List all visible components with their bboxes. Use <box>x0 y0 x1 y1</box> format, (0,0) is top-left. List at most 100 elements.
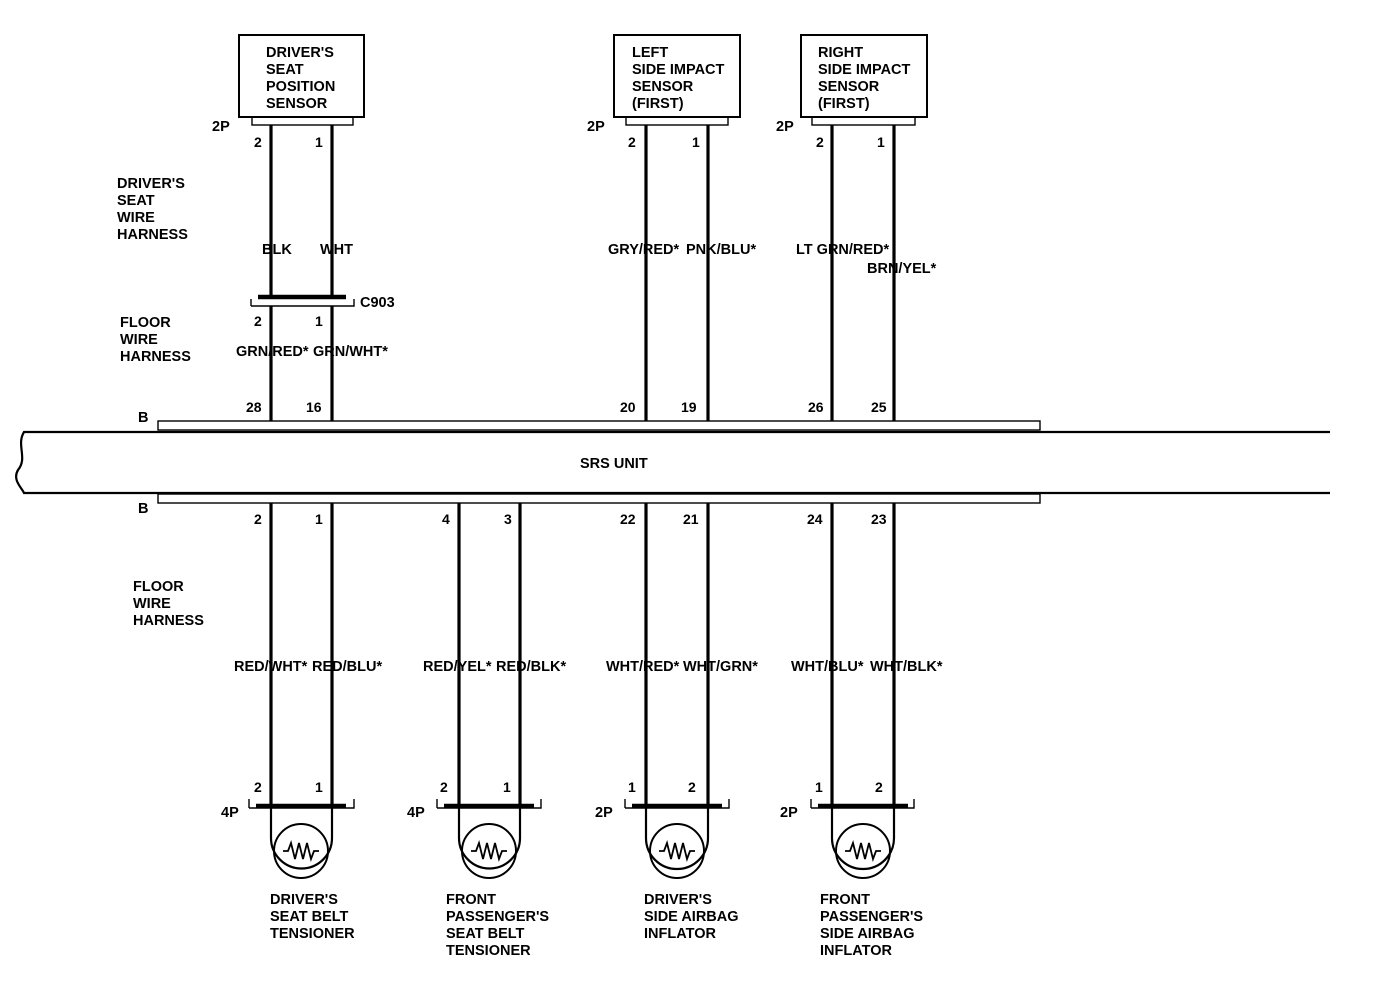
resistor-icon <box>283 839 319 863</box>
srs-terminal-16: 16 <box>306 399 322 415</box>
svg-text:SIDE IMPACT: SIDE IMPACT <box>818 62 911 78</box>
svg-text:DRIVER'S: DRIVER'S <box>266 45 334 61</box>
srs-connector-b-bottom-label: B <box>138 501 148 517</box>
srs-terminal-22: 22 <box>620 511 636 527</box>
harness-label-drivers-seat: DRIVER'S SEAT WIRE HARNESS <box>117 176 188 243</box>
inflator-body <box>649 823 705 879</box>
pin-2: 2 <box>688 779 696 795</box>
pin-1: 1 <box>877 134 885 150</box>
svg-text:FRONT: FRONT <box>446 892 496 908</box>
inflator-housing <box>457 808 522 870</box>
wire-color-red-blu: RED/BLU* <box>312 659 382 675</box>
srs-terminal-26: 26 <box>808 399 824 415</box>
pin-1: 1 <box>692 134 700 150</box>
pin-2: 2 <box>875 779 883 795</box>
srs-unit-label: SRS UNIT <box>580 456 648 472</box>
pin-1: 1 <box>315 134 323 150</box>
connector-type: 2P <box>776 119 794 135</box>
svg-text:INFLATOR: INFLATOR <box>644 926 716 942</box>
resistor-icon <box>845 839 881 863</box>
inflator-body <box>835 823 891 879</box>
svg-text:SIDE AIRBAG: SIDE AIRBAG <box>644 909 739 925</box>
wire-color-lt-grn-red: LT GRN/RED* <box>796 242 890 258</box>
srs-terminal-25: 25 <box>871 399 887 415</box>
inflator-housing <box>269 808 334 870</box>
svg-text:C903: C903 <box>360 295 395 311</box>
wire-color-wht-blu: WHT/BLU* <box>791 659 864 675</box>
svg-text:POSITION: POSITION <box>266 79 335 95</box>
front-passengers-side-airbag-inflator: 24 23 WHT/BLU* WHT/BLK* 1 2 2P FRONT PAS… <box>780 503 943 959</box>
connector-type: 4P <box>221 805 239 821</box>
svg-text:WIRE: WIRE <box>117 210 155 226</box>
harness-label-floor-lower: FLOOR WIRE HARNESS <box>133 579 204 629</box>
wire-color-wht-red: WHT/RED* <box>606 659 680 675</box>
pin-2: 2 <box>628 134 636 150</box>
connector-strip <box>251 116 354 126</box>
svg-text:SENSOR: SENSOR <box>818 79 880 95</box>
pin-1: 1 <box>315 779 323 795</box>
wire-color-gry-red: GRY/RED* <box>608 242 680 258</box>
svg-text:SIDE AIRBAG: SIDE AIRBAG <box>820 926 915 942</box>
pin-2: 2 <box>816 134 824 150</box>
inflator-housing <box>830 808 896 871</box>
svg-text:PASSENGER'S: PASSENGER'S <box>820 909 923 925</box>
svg-text:TENSIONER: TENSIONER <box>446 943 531 959</box>
srs-terminal-20: 20 <box>620 399 636 415</box>
srs-terminal-4: 4 <box>442 511 450 527</box>
pin-2: 2 <box>254 134 262 150</box>
svg-text:SIDE IMPACT: SIDE IMPACT <box>632 62 725 78</box>
wire-color-red-blk: RED/BLK* <box>496 659 566 675</box>
srs-unit: SRS UNIT B B <box>15 410 1330 517</box>
connector-strip <box>811 116 916 126</box>
svg-text:SEAT: SEAT <box>117 193 155 209</box>
wire-color-wht-blk: WHT/BLK* <box>870 659 943 675</box>
wire-color-grn-red: GRN/RED* <box>236 344 309 360</box>
svg-text:SEAT: SEAT <box>266 62 304 78</box>
srs-terminal-23: 23 <box>871 511 887 527</box>
c903-pin-2: 2 <box>254 313 262 329</box>
svg-text:(FIRST): (FIRST) <box>632 96 684 112</box>
srs-terminal-28: 28 <box>246 399 262 415</box>
svg-text:SEAT BELT: SEAT BELT <box>446 926 525 942</box>
right-side-impact-sensor: RIGHT SIDE IMPACT SENSOR (FIRST) 2P 2 1 … <box>776 34 937 421</box>
svg-text:HARNESS: HARNESS <box>117 227 188 243</box>
left-side-impact-sensor: LEFT SIDE IMPACT SENSOR (FIRST) 2P 2 1 G… <box>587 34 756 421</box>
svg-text:DRIVER'S: DRIVER'S <box>270 892 338 908</box>
drivers-seat-position-sensor: DRIVER'S SEAT POSITION SENSOR 2P 2 1 BLK… <box>212 34 395 421</box>
svg-text:FLOOR: FLOOR <box>120 315 171 331</box>
svg-text:SEAT BELT: SEAT BELT <box>270 909 349 925</box>
srs-connector-b-top <box>157 420 1041 431</box>
wire-color-red-yel: RED/YEL* <box>423 659 492 675</box>
svg-text:WIRE: WIRE <box>120 332 158 348</box>
srs-terminal-24: 24 <box>807 511 823 527</box>
svg-text:FRONT: FRONT <box>820 892 870 908</box>
svg-text:DRIVER'S: DRIVER'S <box>117 176 185 192</box>
svg-text:FLOOR: FLOOR <box>133 579 184 595</box>
pin-1: 1 <box>628 779 636 795</box>
inflator-body <box>461 823 517 879</box>
wire-color-grn-wht: GRN/WHT* <box>313 344 388 360</box>
srs-terminal-1: 1 <box>315 511 323 527</box>
wire-color-blk: BLK <box>262 242 292 258</box>
svg-text:TENSIONER: TENSIONER <box>270 926 355 942</box>
connector-strip <box>625 116 729 126</box>
front-passengers-seat-belt-tensioner: 4 3 RED/YEL* RED/BLK* 2 1 4P FRONT PASSE… <box>407 503 566 959</box>
connector-type: 2P <box>595 805 613 821</box>
harness-label-floor-upper: FLOOR WIRE HARNESS <box>120 315 191 365</box>
connector-type: 2P <box>587 119 605 135</box>
svg-text:INFLATOR: INFLATOR <box>820 943 892 959</box>
connector-type: 2P <box>212 119 230 135</box>
resistor-icon <box>659 839 695 863</box>
srs-unit-body <box>15 430 1330 495</box>
svg-text:WIRE: WIRE <box>133 596 171 612</box>
svg-text:PASSENGER'S: PASSENGER'S <box>446 909 549 925</box>
pin-2: 2 <box>440 779 448 795</box>
wire-color-wht-grn: WHT/GRN* <box>683 659 758 675</box>
srs-connector-b-top-label: B <box>138 410 148 426</box>
svg-text:DRIVER'S: DRIVER'S <box>644 892 712 908</box>
c903-pin-1: 1 <box>315 313 323 329</box>
inflator-housing <box>644 808 710 871</box>
svg-text:SENSOR: SENSOR <box>632 79 694 95</box>
svg-text:RIGHT: RIGHT <box>818 45 863 61</box>
